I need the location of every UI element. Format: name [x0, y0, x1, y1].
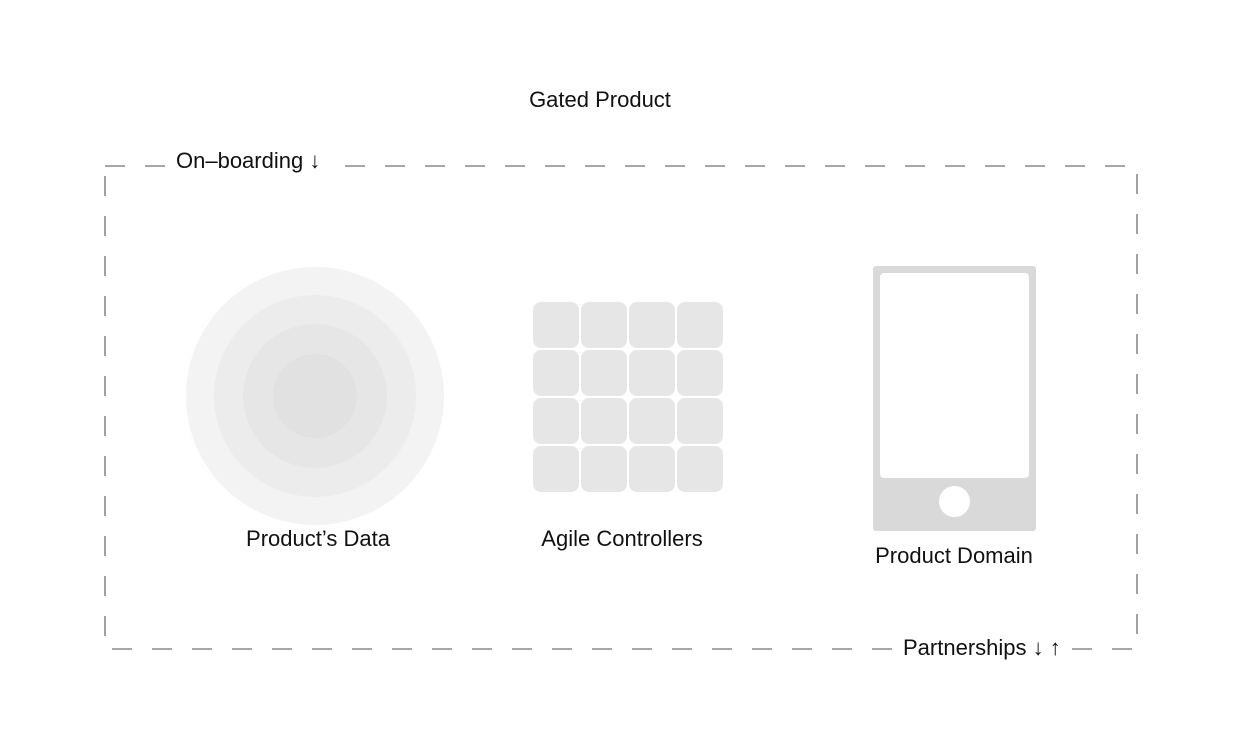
grid-cell: [533, 398, 579, 444]
grid-cell: [533, 350, 579, 396]
grid-cell: [581, 446, 627, 492]
grid-cell: [533, 446, 579, 492]
grid-cell: [629, 398, 675, 444]
grid-cell: [677, 398, 723, 444]
grid-cell: [629, 446, 675, 492]
grid-cell: [677, 302, 723, 348]
grid-cell: [533, 302, 579, 348]
grid-icon: [533, 302, 725, 492]
grid-cell: [581, 350, 627, 396]
node-label-agile-controllers: Agile Controllers: [541, 526, 703, 551]
onboarding-label: On–boarding ↓: [168, 150, 329, 172]
node-label-products-data: Product’s Data: [246, 526, 390, 551]
node-label-product-domain: Product Domain: [875, 543, 1033, 568]
grid-cell: [677, 350, 723, 396]
grid-cell: [677, 446, 723, 492]
grid-cell: [581, 302, 627, 348]
partnerships-label: Partnerships ↓ ↑: [895, 637, 1069, 659]
concentric-circles-icon: [186, 267, 444, 525]
grid-cell: [629, 350, 675, 396]
ring-core: [273, 354, 357, 438]
grid-cell: [581, 398, 627, 444]
phone-home-button: [939, 486, 970, 517]
grid-cell: [629, 302, 675, 348]
diagram-title: Gated Product: [529, 87, 671, 112]
phone-screen: [880, 273, 1029, 478]
phone-icon: [873, 266, 1036, 531]
